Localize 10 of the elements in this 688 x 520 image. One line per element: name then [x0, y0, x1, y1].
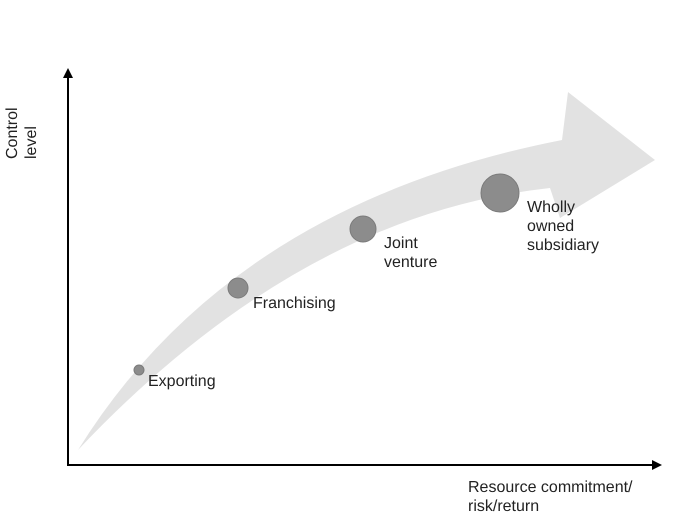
x-axis-title: Resource commitment/ risk/return — [468, 478, 634, 516]
stage-label: Exporting — [148, 372, 216, 391]
stage-dot — [227, 277, 249, 299]
stage-label: Joint venture — [384, 234, 438, 272]
y-axis-title: Control level — [3, 106, 41, 159]
stage-dot — [133, 364, 145, 376]
stage-dot — [349, 215, 377, 243]
stage-label: Franchising — [253, 294, 336, 313]
stage-dot — [480, 173, 520, 213]
stage-label: Wholly owned subsidiary — [527, 198, 600, 255]
